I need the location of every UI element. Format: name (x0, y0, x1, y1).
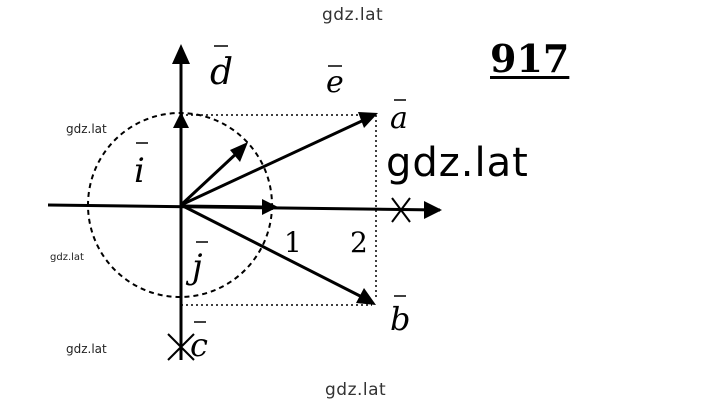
vector-d-arrowhead (173, 112, 189, 128)
vector-label-e: e (326, 65, 344, 100)
vector-label-i: i (134, 151, 145, 191)
vector-b-shaft (180, 203, 363, 299)
watermark-top: gdz.lat (322, 5, 384, 25)
vector-label-d: d (210, 52, 233, 93)
vector-a-arrowhead (358, 112, 378, 128)
cross-mark-c (167, 333, 195, 361)
vector-e-arrowhead (230, 142, 248, 162)
watermark-small-1: gdz.lat (66, 122, 107, 136)
axis-number-2: 2 (350, 226, 368, 259)
problem-number: 917 (490, 36, 570, 81)
watermark-small-2: gdz.lat (50, 252, 84, 263)
y-axis-arrowhead (172, 44, 190, 64)
x-axis-arrowhead (424, 201, 442, 219)
vector-e-shaft (179, 150, 240, 207)
axis-number-1: 1 (284, 226, 302, 259)
vector-i-shaft (180, 204, 263, 209)
vector-b-arrowhead (356, 288, 376, 305)
watermark-small-3: gdz.lat (66, 342, 107, 356)
watermark-big: gdz.lat (386, 140, 529, 186)
vector-label-a: a (390, 101, 408, 136)
watermark-bottom: gdz.lat (325, 380, 387, 400)
vector-label-c: c (190, 326, 208, 364)
label-overbars (136, 45, 406, 323)
vector-a-shaft (180, 118, 365, 207)
vector-label-j: j (185, 247, 203, 287)
cross-mark-x (391, 197, 411, 223)
vector-i-arrowhead (262, 199, 278, 215)
vector-label-b: b (390, 300, 410, 338)
